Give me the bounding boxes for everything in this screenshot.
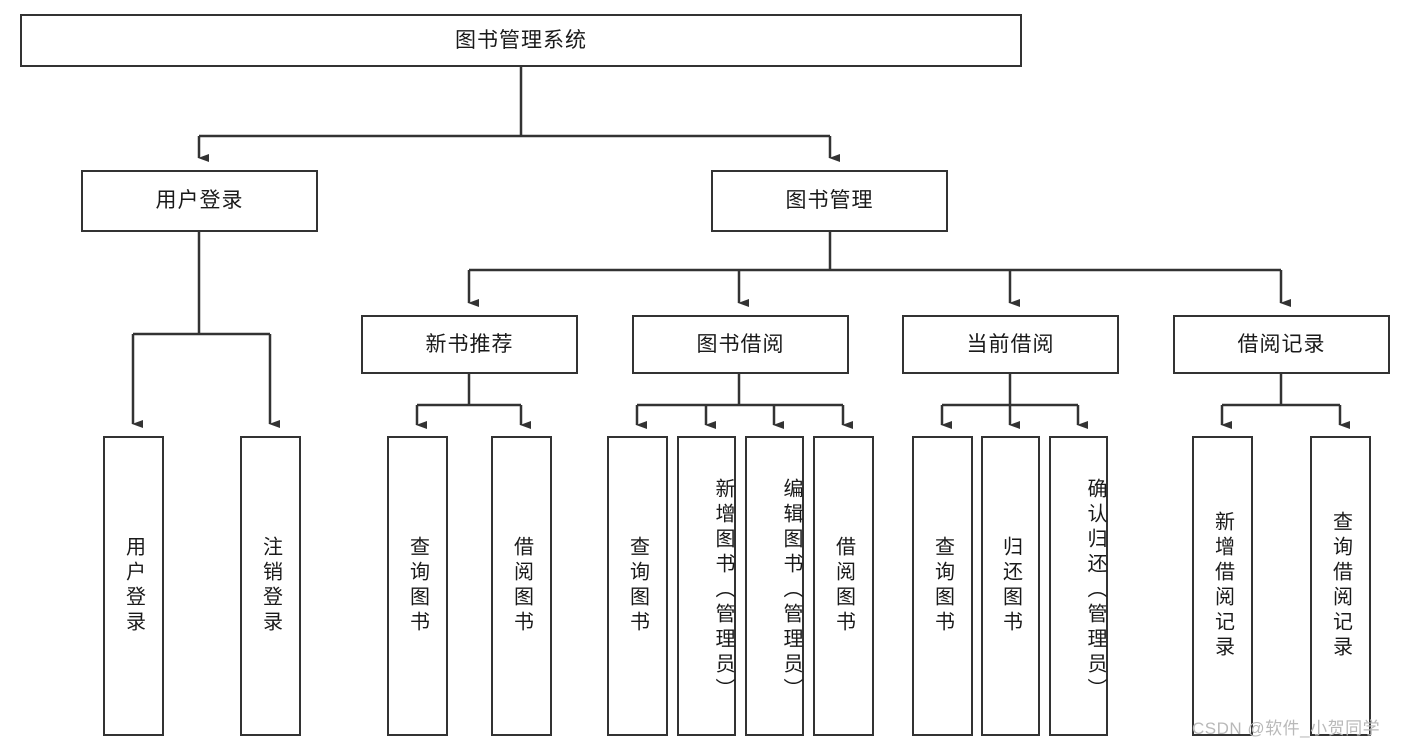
node-book-borrow[interactable]: 图书借阅: [632, 315, 849, 374]
leaf-user-login-0[interactable]: 用户登录: [103, 436, 164, 736]
csdn-watermark: CSDN @软件_小贺同学: [1192, 719, 1381, 738]
node-borrow-record[interactable]: 借阅记录: [1173, 315, 1390, 374]
leaf-book-borrow-2[interactable]: 编辑图书（管理员）: [745, 436, 804, 736]
leaf-borrow-record-1[interactable]: 查询借阅记录: [1310, 436, 1371, 736]
leaf-book-borrow-0[interactable]: 查询图书: [607, 436, 668, 736]
leaf-book-borrow-1[interactable]: 新增图书（管理员）: [677, 436, 736, 736]
leaf-book-borrow-3[interactable]: 借阅图书: [813, 436, 874, 736]
leaf-borrow-record-0[interactable]: 新增借阅记录: [1192, 436, 1253, 736]
node-root-book-management-system[interactable]: 图书管理系统: [20, 14, 1022, 67]
node-book-management[interactable]: 图书管理: [711, 170, 948, 232]
leaf-current-borrow-1[interactable]: 归还图书: [981, 436, 1040, 736]
leaf-new-book-recommend-1[interactable]: 借阅图书: [491, 436, 552, 736]
leaf-current-borrow-2[interactable]: 确认归还（管理员）: [1049, 436, 1108, 736]
leaf-new-book-recommend-0[interactable]: 查询图书: [387, 436, 448, 736]
leaf-user-login-1[interactable]: 注销登录: [240, 436, 301, 736]
node-new-book-recommend[interactable]: 新书推荐: [361, 315, 578, 374]
node-current-borrow[interactable]: 当前借阅: [902, 315, 1119, 374]
leaf-current-borrow-0[interactable]: 查询图书: [912, 436, 973, 736]
node-user-login[interactable]: 用户登录: [81, 170, 318, 232]
